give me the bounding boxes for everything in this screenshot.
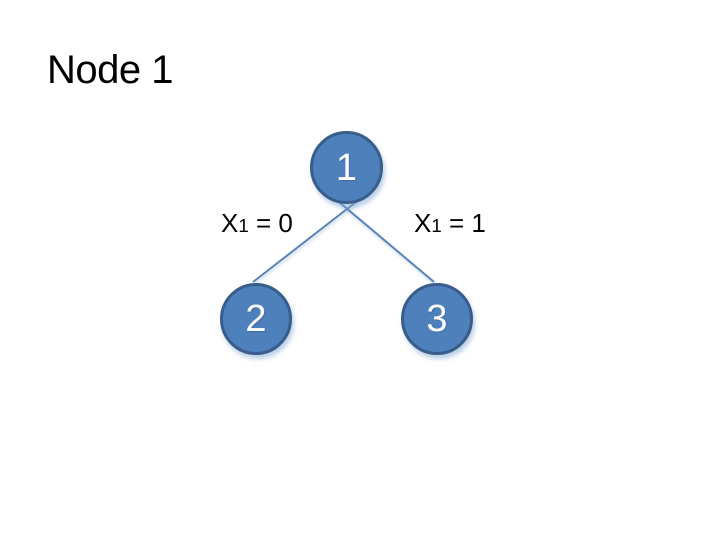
edge-right-variable: X bbox=[414, 208, 432, 238]
edge-label-right: X1 = 1 bbox=[414, 208, 486, 239]
edge-left-subscript: 1 bbox=[238, 215, 249, 236]
slide-title: Node 1 bbox=[47, 48, 173, 92]
edge-node1-node3 bbox=[338, 201, 435, 283]
edge-node1-node2 bbox=[252, 201, 357, 283]
edge-left-variable: X bbox=[221, 208, 239, 238]
edge-label-left: X1 = 0 bbox=[221, 208, 293, 239]
edge-right-subscript: 1 bbox=[431, 215, 442, 236]
tree-node-3: 3 bbox=[401, 283, 473, 355]
tree-node-2: 2 bbox=[220, 283, 292, 355]
edge-right-relation: = 1 bbox=[441, 208, 486, 238]
node-1-label: 1 bbox=[335, 146, 358, 189]
node-2-label: 2 bbox=[245, 298, 267, 340]
tree-node-1: 1 bbox=[310, 131, 383, 204]
node-3-label: 3 bbox=[426, 298, 448, 340]
edge-left-relation: = 0 bbox=[248, 208, 293, 238]
